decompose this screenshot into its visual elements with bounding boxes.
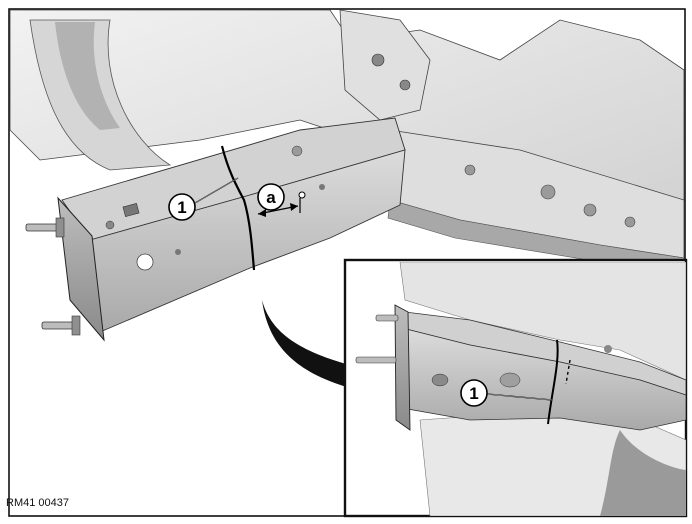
cross-member-hole xyxy=(540,184,556,200)
callout-a xyxy=(257,183,285,211)
cross-member-hole xyxy=(624,216,636,228)
cross-member-hole xyxy=(583,203,597,217)
detail-cut-line-dashed xyxy=(565,359,571,385)
mounting-bolt xyxy=(25,217,65,238)
detail-rail-hole xyxy=(499,372,521,388)
rail-hole xyxy=(291,145,303,157)
callout-detail-number: 1 xyxy=(469,384,478,403)
main-view xyxy=(9,9,685,342)
callout-main xyxy=(168,177,239,221)
rail-hole xyxy=(105,220,115,230)
detail-pointer-arrow xyxy=(262,300,350,388)
bracket-hole xyxy=(371,53,385,67)
detail-cut-line xyxy=(547,339,559,425)
detail-background-panel xyxy=(399,262,686,381)
rail-hole xyxy=(319,184,325,190)
detail-wheel-arch xyxy=(600,430,686,516)
detail-bolt xyxy=(375,314,399,322)
rail-hole xyxy=(136,253,154,271)
cut-line xyxy=(220,145,256,271)
detail-rail-end-plate xyxy=(394,304,411,431)
rail-slot xyxy=(122,202,140,218)
detail-bolt xyxy=(355,356,397,364)
reference-code: RM41 00437 xyxy=(6,497,69,509)
bracket-hole xyxy=(399,79,411,91)
callout-detail xyxy=(460,379,553,407)
callout-main-number: 1 xyxy=(177,198,186,217)
rail-hole xyxy=(175,249,181,255)
inner-arch-shadow xyxy=(55,22,120,130)
rail-end-plate xyxy=(57,196,105,342)
callout-a-letter: a xyxy=(266,188,276,207)
dimension-a xyxy=(257,191,306,217)
cross-member-hole xyxy=(464,164,476,176)
upper-bracket xyxy=(339,9,431,121)
mounting-bolt xyxy=(41,315,81,336)
detail-inset xyxy=(343,258,688,518)
detail-rail-hole xyxy=(604,345,612,353)
detail-rail-hole xyxy=(431,373,449,387)
